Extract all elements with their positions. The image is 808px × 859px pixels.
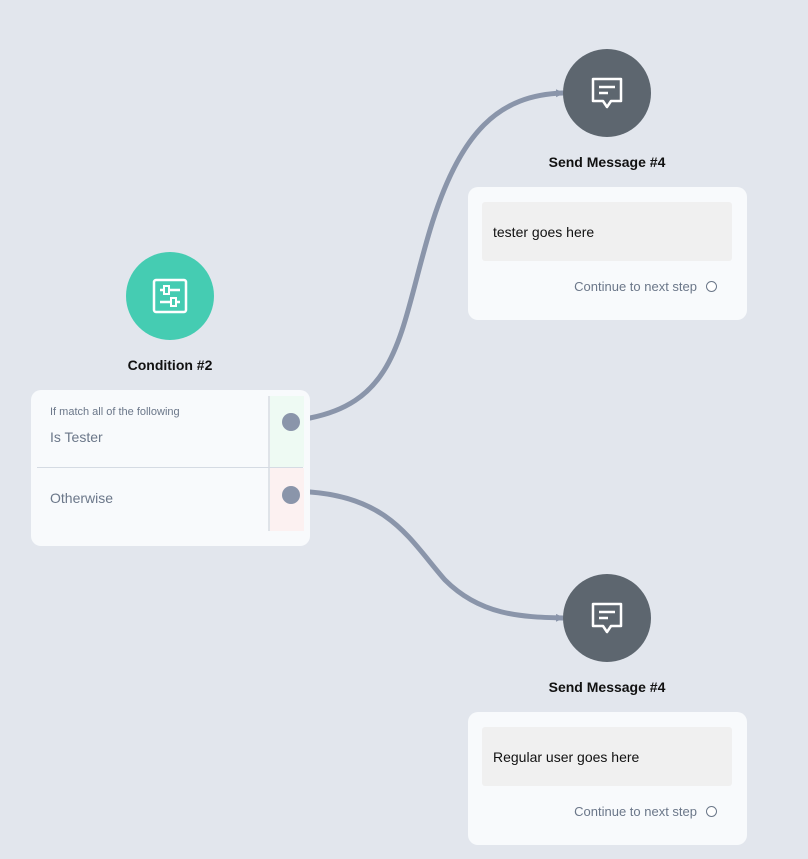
message-card[interactable]: Regular user goes here Continue to next … <box>468 712 747 845</box>
continue-link[interactable]: Continue to next step <box>574 804 697 819</box>
branch-row-otherwise[interactable]: Otherwise <box>37 468 303 531</box>
message-text[interactable]: tester goes here <box>482 202 732 261</box>
message-card[interactable]: tester goes here Continue to next step <box>468 187 747 320</box>
condition-caption: If match all of the following <box>50 406 180 418</box>
port-column-divider <box>268 396 270 531</box>
continue-radio[interactable] <box>706 806 717 817</box>
branch-label: Otherwise <box>50 490 114 506</box>
condition-title: Condition #2 <box>127 357 213 373</box>
message-node-icon[interactable] <box>563 574 651 662</box>
branch-label: Is Tester <box>50 429 103 445</box>
chat-bubble-icon <box>591 602 623 634</box>
branch-divider <box>37 467 303 468</box>
continue-radio[interactable] <box>706 281 717 292</box>
connector-otherwise[interactable] <box>307 489 566 622</box>
sliders-icon <box>152 278 188 314</box>
condition-card[interactable]: If match all of the following Is Tester … <box>31 390 310 546</box>
branch-otherwise-port[interactable] <box>282 486 300 504</box>
branch-is-tester-port[interactable] <box>282 413 300 431</box>
message-node-icon[interactable] <box>563 49 651 137</box>
branch-yes-port-area <box>270 396 304 467</box>
message-text[interactable]: Regular user goes here <box>482 727 732 786</box>
branch-row-is-tester[interactable]: If match all of the following Is Tester <box>37 396 303 467</box>
message-title: Send Message #4 <box>548 679 666 695</box>
condition-node-icon[interactable] <box>126 252 214 340</box>
continue-link[interactable]: Continue to next step <box>574 279 697 294</box>
message-title: Send Message #4 <box>548 154 666 170</box>
chat-bubble-icon <box>591 77 623 109</box>
